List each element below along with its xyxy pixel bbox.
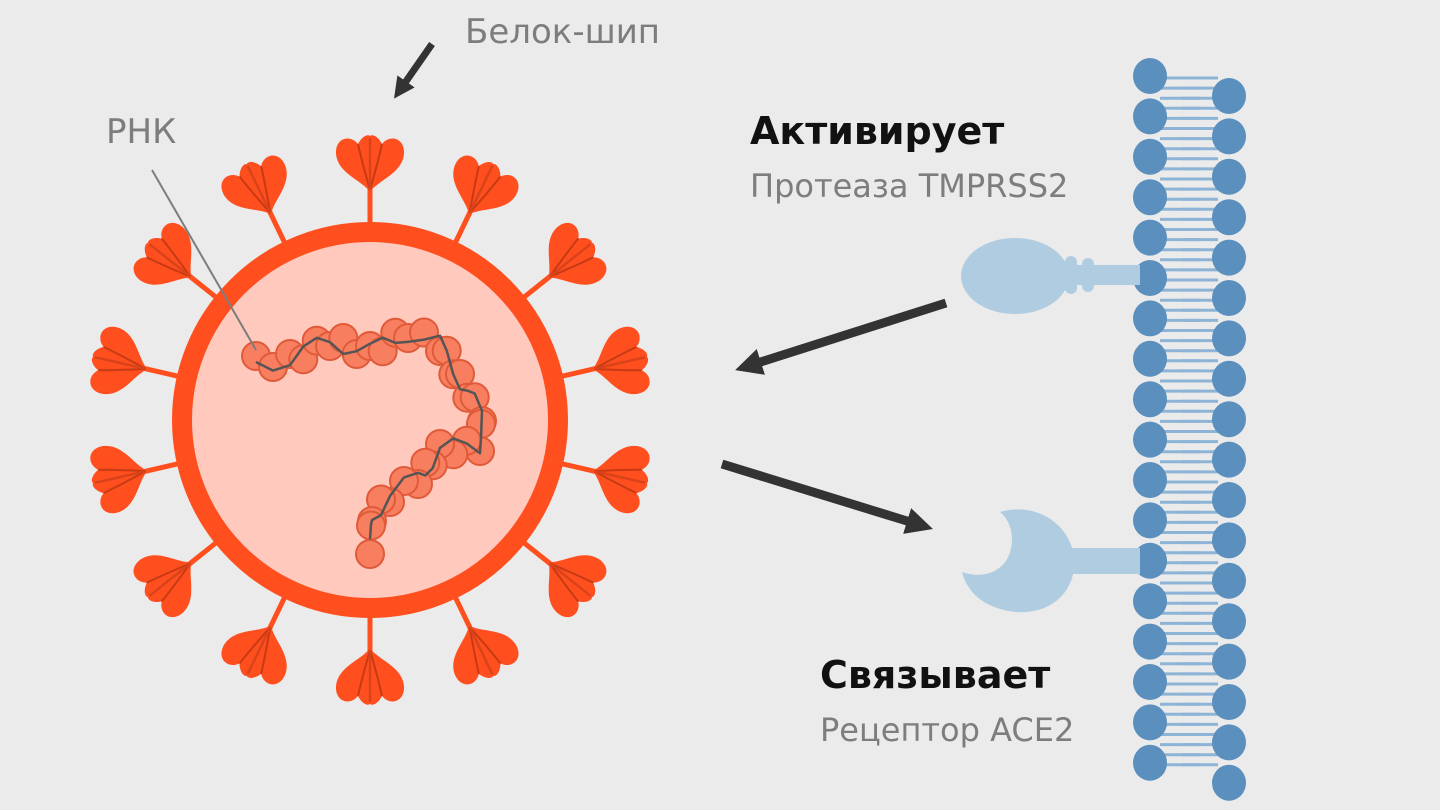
lipid-head [1133, 502, 1167, 539]
spike-protein-icon [85, 430, 187, 516]
spike-protein-icon [554, 323, 656, 409]
spike-protein-icon [336, 616, 404, 705]
lipid-head [1133, 462, 1167, 498]
spike-arrow-icon [394, 42, 435, 99]
lipid-head [1133, 623, 1167, 660]
lipid-head [1133, 542, 1167, 579]
lipid-head [1212, 603, 1246, 640]
lipid-head [1212, 158, 1246, 195]
lipid-head [1133, 219, 1167, 256]
activates-title: Активирует [750, 109, 1004, 153]
lipid-head [1133, 300, 1167, 337]
rna-strand-icon [241, 317, 497, 569]
lipid-head [1212, 199, 1246, 236]
binds-subtitle: Рецептор ACE2 [820, 711, 1074, 749]
lipid-head [1212, 239, 1246, 276]
lipid-head [1133, 583, 1167, 620]
lipid-head [1212, 522, 1246, 559]
rna-bead [355, 539, 385, 569]
tmprss2-protease-icon [961, 238, 1140, 314]
lipid-head [1133, 744, 1167, 781]
lipid-head [1133, 98, 1167, 135]
lipid-head [1133, 138, 1167, 175]
spike-protein-icon [336, 135, 404, 224]
lipid-head [1133, 381, 1167, 418]
binds-arrow-icon [720, 459, 933, 534]
activates-arrow-icon [735, 298, 948, 375]
rna-line [255, 334, 484, 540]
lipid-head [1133, 260, 1167, 296]
lipid-head [1212, 724, 1246, 761]
activates-subtitle: Протеаза TMPRSS2 [750, 167, 1068, 205]
lipid-head [1133, 704, 1167, 741]
lipid-head [1212, 280, 1246, 316]
rna-pointer-line [151, 169, 257, 351]
virus [85, 135, 655, 704]
lipid-head [1212, 441, 1246, 478]
spike-protein-icon [554, 430, 656, 516]
lipid-head [1212, 78, 1246, 114]
spike-label: Белок-шип [465, 12, 660, 52]
lipid-head [1133, 664, 1167, 700]
lipid-head [1212, 562, 1246, 599]
cell-membrane-icon [1133, 58, 1246, 801]
lipid-head [1212, 360, 1246, 397]
lipid-head [1212, 643, 1246, 680]
lipid-head [1212, 320, 1246, 357]
lipid-head [1133, 58, 1167, 94]
virus-envelope [172, 222, 568, 618]
lipid-head [1212, 401, 1246, 438]
lipid-head [1212, 684, 1246, 720]
binds-title: Связывает [820, 653, 1050, 697]
lipid-head [1133, 179, 1167, 216]
lipid-head [1212, 482, 1246, 518]
lipid-head [1212, 118, 1246, 155]
spike-protein-icon [85, 323, 187, 409]
lipid-head [1133, 421, 1167, 458]
rna-label: РНК [106, 112, 176, 152]
lipid-head [1133, 340, 1167, 377]
ace2-receptor-icon [962, 509, 1140, 613]
lipid-head [1212, 764, 1246, 801]
